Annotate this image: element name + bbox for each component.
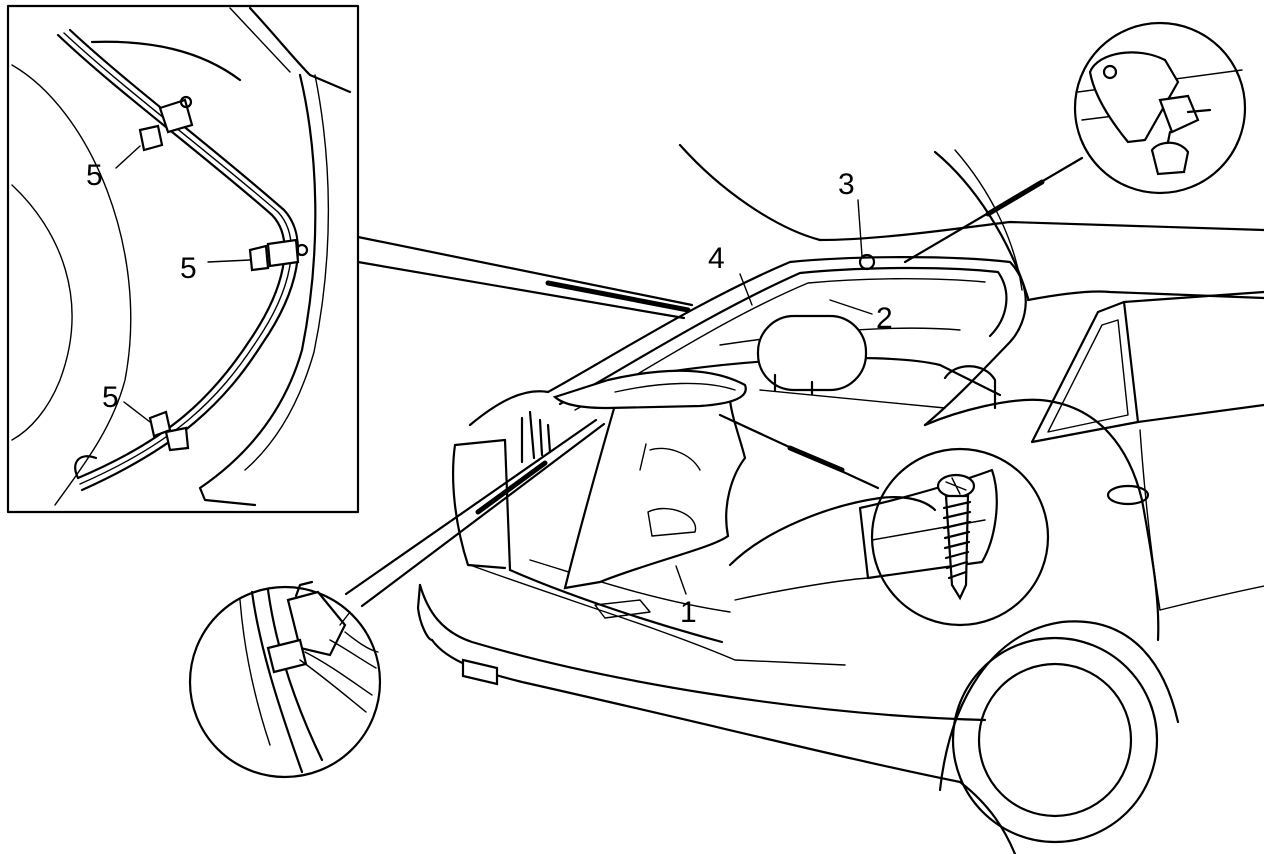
- inset-clip-top-pin: [179, 95, 193, 109]
- body-side-crease: [1159, 585, 1264, 611]
- parcel-shelf-inner: [614, 382, 736, 393]
- wheel-arch: [938, 620, 1180, 792]
- inset-clip-mid-b: [266, 238, 300, 268]
- inset-leader-middle: [207, 259, 251, 263]
- inset-clip-mid-a: [248, 244, 270, 272]
- connector-pointer-thick: [475, 460, 548, 515]
- inset-clip-mid-pin: [295, 243, 309, 257]
- leader-2: [829, 299, 873, 315]
- trunk-sill: [469, 564, 846, 666]
- inset-window-edge: [248, 6, 352, 94]
- leader-1: [675, 565, 687, 595]
- side-window-top: [1122, 290, 1264, 424]
- gas-cylinder-strap: [773, 373, 814, 396]
- lamp-detail: [903, 21, 1247, 264]
- leader-3: [857, 199, 863, 257]
- tailgate-left-edge: [678, 143, 822, 242]
- clip-label-middle: 5: [180, 252, 197, 285]
- inset-pointer-line-lower: [356, 260, 686, 320]
- lamp-socket-icon: [1158, 94, 1200, 134]
- leader-4: [739, 273, 753, 306]
- callout-label-3: 3: [838, 168, 855, 201]
- connector-pointer-line-b: [344, 418, 598, 596]
- inset-panel-curve-inner: [11, 184, 73, 441]
- door-line: [1139, 429, 1161, 611]
- lamp-housing-icon: [1088, 51, 1180, 144]
- inset-clip-bottom-a: [148, 410, 172, 438]
- inset-pillar: [198, 73, 317, 507]
- roof-line: [1026, 290, 1264, 302]
- side-trim-contour: [639, 443, 701, 471]
- lamp-detail-circle: [1073, 21, 1247, 195]
- connector-wires: [299, 611, 379, 713]
- screw-detail-circle: [870, 447, 1050, 627]
- clip-label-bottom: 5: [102, 381, 119, 414]
- inset-clip-top-a: [138, 124, 164, 152]
- inset-leader-bottom: [123, 401, 151, 423]
- headrest: [943, 365, 997, 410]
- inset-clip-bottom-b: [164, 426, 190, 452]
- inset-panel-curve-outer: [11, 64, 132, 506]
- tailgate-lower-edge: [818, 220, 1264, 242]
- lamp-screw-icon: [1102, 64, 1118, 80]
- trunk-floor-tab: [594, 599, 651, 619]
- callouts: 4 3 2 1: [675, 168, 893, 629]
- side-trim-panel: [563, 398, 747, 590]
- connector-tab: [294, 580, 314, 598]
- rear-seat-back: [728, 496, 937, 567]
- connector-panel-line-a: [250, 590, 304, 774]
- trunk-left-wall: [503, 438, 512, 572]
- bumper-top: [418, 583, 987, 722]
- inset-harness-end: [74, 455, 98, 480]
- lamp-plug-icon: [1150, 141, 1190, 176]
- screw-pointer-thick: [787, 445, 845, 473]
- lamp-wire: [1166, 108, 1212, 144]
- detail-inset: 5 5 5: [6, 4, 360, 514]
- clip-label-top: 5: [86, 159, 103, 192]
- side-window-rear-inner: [1047, 319, 1129, 433]
- connector-panel-line-c: [239, 599, 271, 746]
- callout-label-2: 2: [876, 302, 893, 335]
- seat-top-line: [759, 389, 946, 409]
- inset-pointer-thick: [545, 280, 691, 313]
- connector-panel-line-b: [266, 588, 324, 762]
- inset-frame: [6, 4, 360, 514]
- inset-top-molding: [90, 40, 242, 82]
- side-trim-cutout: [647, 507, 697, 537]
- exhaust-pipe: [461, 658, 499, 686]
- rear-seat-edge: [734, 577, 869, 601]
- body-bottom-edge: [958, 780, 1017, 854]
- connector-detail: [188, 418, 606, 779]
- inset-clip-top-b: [158, 98, 194, 134]
- door-handle: [1106, 484, 1150, 506]
- screw-head-slot: [945, 477, 967, 495]
- inset-pointer: [356, 235, 694, 320]
- screw-threads: [942, 500, 972, 580]
- trunk-floor-rear: [529, 559, 731, 613]
- connector-pointer-line-a: [360, 422, 606, 608]
- left-tail-light: [451, 438, 507, 570]
- bumper-side: [416, 583, 434, 642]
- screw-detail: [718, 413, 1050, 627]
- wheel-tire: [951, 636, 1159, 844]
- connector-detail-circle: [188, 585, 382, 779]
- parcel-shelf-panel: [552, 369, 747, 410]
- item-3-lamp-marker: [858, 253, 876, 271]
- right-tail-light: [858, 468, 998, 580]
- trunk-inner-edge: [558, 266, 1008, 406]
- inset-leader-top: [115, 145, 141, 169]
- left-wiring-block: [520, 410, 552, 464]
- trunk-outer-edge: [468, 256, 1027, 427]
- callout-label-1: 1: [680, 596, 697, 629]
- inset-window-lower: [229, 7, 291, 73]
- inset-pillar-inner: [244, 74, 330, 471]
- inset-pointer-line-upper: [356, 235, 694, 307]
- car-body: [416, 143, 1264, 854]
- wheel-rim: [977, 662, 1133, 818]
- lamp-pointer-thick: [985, 179, 1045, 217]
- callout-label-4: 4: [708, 242, 725, 275]
- trunk-floor-front: [508, 568, 724, 644]
